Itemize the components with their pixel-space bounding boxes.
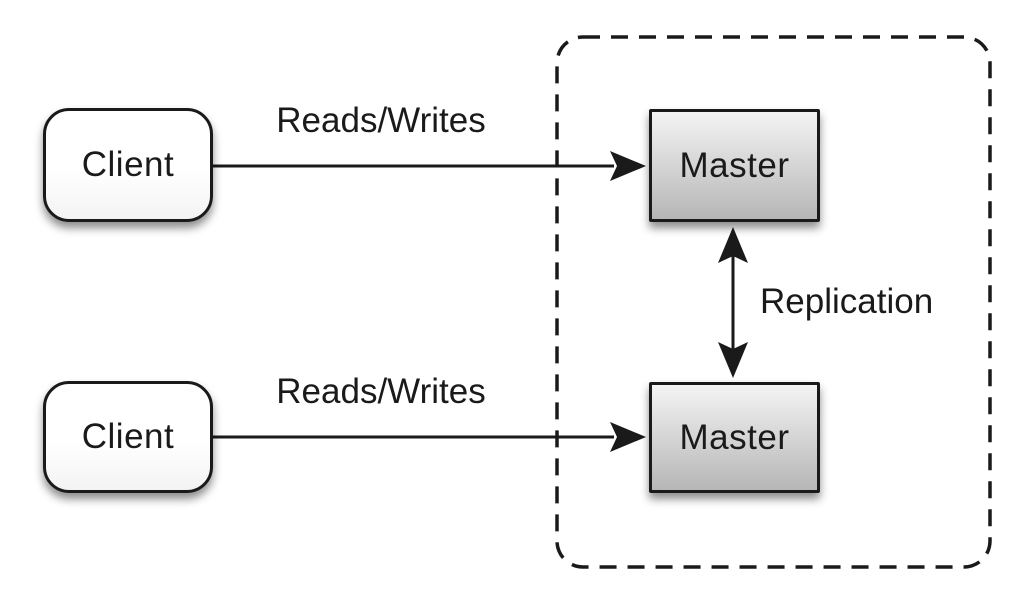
reads-writes-arrow-bottom bbox=[213, 422, 646, 452]
reads-writes-arrow-top bbox=[213, 151, 646, 181]
arrow-up-icon bbox=[718, 227, 748, 263]
reads-writes-label-bottom: Reads/Writes bbox=[276, 372, 486, 411]
client-node-top: Client bbox=[43, 108, 213, 222]
replication-arrow bbox=[718, 227, 748, 378]
replication-label: Replication bbox=[760, 282, 934, 321]
reads-writes-label-top: Reads/Writes bbox=[276, 101, 486, 140]
arrow-right-icon bbox=[610, 422, 646, 452]
client-node-bottom-label: Client bbox=[81, 417, 175, 456]
master-node-top: Master bbox=[649, 109, 820, 222]
master-node-bottom-label: Master bbox=[679, 417, 790, 457]
master-node-bottom: Master bbox=[649, 382, 820, 493]
client-node-top-label: Client bbox=[81, 145, 175, 184]
master-cluster-boundary bbox=[555, 35, 992, 569]
arrow-right-icon bbox=[610, 151, 646, 181]
arrow-down-icon bbox=[718, 342, 748, 378]
master-node-top-label: Master bbox=[679, 145, 790, 185]
client-node-bottom: Client bbox=[43, 381, 213, 493]
